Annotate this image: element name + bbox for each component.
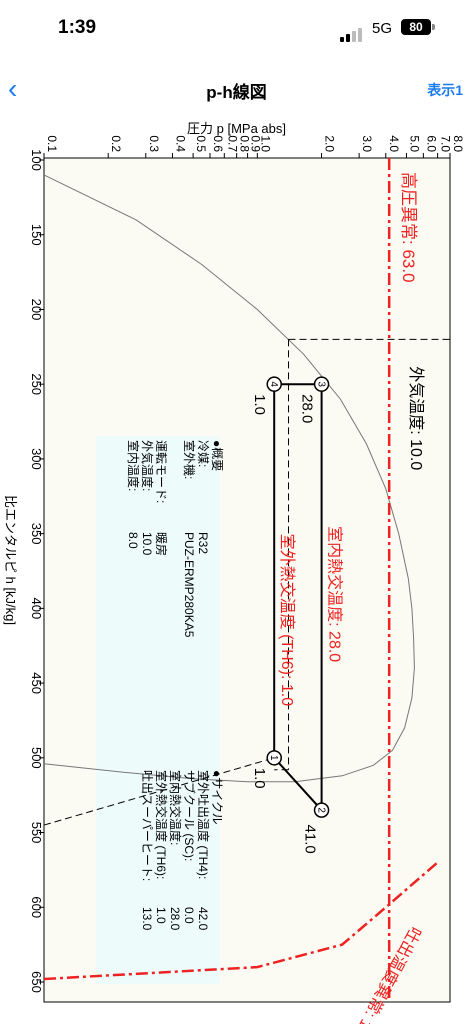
x-tick-label: 250 bbox=[29, 373, 44, 395]
back-button[interactable]: ‹ bbox=[8, 73, 30, 104]
x-tick-label: 150 bbox=[29, 224, 44, 246]
x-tick-label: 350 bbox=[29, 523, 44, 545]
overview-panel bbox=[96, 436, 220, 984]
cycle-row-value: 0.0 bbox=[182, 907, 196, 924]
cycle-row-label: 室外熱交温度 (TH6): bbox=[154, 770, 169, 879]
x-tick-label: 650 bbox=[29, 971, 44, 993]
cycle-row-label: 吐出スーパーヒート: bbox=[140, 770, 154, 881]
network-type: 5G bbox=[372, 20, 393, 37]
x-tick-label: 400 bbox=[29, 598, 44, 620]
status-time: 1:39 bbox=[58, 17, 97, 38]
suction-line bbox=[43, 757, 275, 826]
cycle-row-value: 13.0 bbox=[140, 907, 154, 931]
y-tick-label: 3.0 bbox=[360, 135, 374, 152]
cycle-row-value: 1.0 bbox=[154, 907, 168, 924]
cycle-row-label: サブクール (SC): bbox=[182, 770, 197, 861]
overview-row-label: 室外機: bbox=[182, 440, 197, 479]
cycle-point-label: 2 bbox=[316, 807, 327, 813]
cycle-point-value: 28.0 bbox=[299, 394, 316, 423]
y-tick-label: 0.3 bbox=[147, 135, 161, 152]
y-tick-label: 2.0 bbox=[323, 135, 337, 152]
outdoor-hx-temp-label: 室外熱交温度 (TH6): 1.0 bbox=[278, 534, 296, 707]
x-tick-label: 200 bbox=[29, 299, 44, 321]
y-tick-label: 0.8 bbox=[238, 135, 252, 152]
cycle-point-value: 41.0 bbox=[302, 825, 319, 854]
y-tick-label: 0.5 bbox=[194, 135, 208, 152]
cycle-row-value: 42.0 bbox=[196, 907, 210, 931]
x-tick-label: 550 bbox=[29, 822, 44, 844]
cycle-point-label: 3 bbox=[316, 381, 327, 387]
indoor-hx-temp-label: 室内熱交温度: 28.0 bbox=[326, 526, 344, 662]
cycle-point-label: 1 bbox=[268, 755, 279, 761]
navigation-bar: ‹ p-h線図 表示1 bbox=[0, 70, 473, 110]
overview-row-label: 室内温度: bbox=[126, 440, 141, 491]
cycle-row-label: 室外吐出温度 (TH4): bbox=[196, 770, 211, 879]
cycle-point-3 bbox=[313, 376, 330, 392]
overview-row-value: 8.0 bbox=[126, 532, 140, 549]
x-tick-label: 100 bbox=[29, 149, 44, 171]
overview-row-value: PUZ-ERMP280KA5 bbox=[182, 532, 196, 638]
y-tick-label: 0.9 bbox=[249, 135, 263, 152]
y-tick-label: 0.7 bbox=[225, 135, 239, 152]
status-bar: 1:39 5G 80 bbox=[0, 0, 473, 58]
y-tick-label: 6.0 bbox=[424, 135, 438, 152]
x-tick-label: 300 bbox=[29, 448, 44, 470]
cycle-heading: ●サイクル bbox=[210, 770, 224, 825]
y-tick-label: 7.0 bbox=[439, 135, 453, 152]
discharge-limit-curve bbox=[43, 861, 439, 981]
x-axis-label: 比エンタルピ h [kJ/kg] bbox=[3, 495, 18, 625]
y-tick-label: 8.0 bbox=[451, 135, 465, 152]
y-tick-label: 0.2 bbox=[109, 135, 123, 152]
page-title: p-h線図 bbox=[206, 83, 267, 102]
cycle-point-label: 4 bbox=[268, 381, 279, 387]
signal-icon bbox=[340, 24, 364, 42]
overview-heading: ●概要 bbox=[210, 440, 224, 471]
cycle-row-label: 室内熱交温度: bbox=[168, 770, 183, 845]
outdoor-temp-label: 外気温度: 10.0 bbox=[407, 366, 425, 470]
overview-row-value: R32 bbox=[196, 532, 210, 554]
chevron-left-icon: ‹ bbox=[8, 73, 18, 104]
y-tick-label: 4.0 bbox=[387, 135, 401, 152]
y-tick-label: 0.6 bbox=[211, 135, 225, 152]
y-tick-label: 0.4 bbox=[173, 135, 187, 152]
cycle-point-1 bbox=[266, 750, 282, 766]
cycle-point-2 bbox=[313, 802, 330, 818]
cycle-point-value: 1.0 bbox=[251, 768, 268, 789]
x-tick-label: 450 bbox=[29, 672, 44, 694]
high-pressure-limit-label: 高圧異常: 63.0 bbox=[399, 172, 418, 283]
cycle-point-value: 1.0 bbox=[251, 394, 268, 415]
battery-icon: 80 bbox=[401, 19, 431, 35]
cycle-point-4 bbox=[266, 376, 282, 392]
cycle-row-value: 28.0 bbox=[168, 907, 182, 931]
overview-row-label: 冷媒: bbox=[196, 440, 210, 467]
y-tick-label: 0.1 bbox=[45, 135, 59, 152]
y-axis-label: 圧力 p [MPa abs] bbox=[187, 121, 286, 136]
x-tick-label: 600 bbox=[29, 896, 44, 918]
y-tick-label: 5.0 bbox=[407, 135, 421, 152]
display-1-button[interactable]: 表示1 bbox=[427, 82, 463, 98]
battery-tip bbox=[432, 24, 435, 30]
overview-row-value: 10.0 bbox=[140, 532, 154, 556]
x-tick-label: 500 bbox=[29, 747, 44, 769]
overview-row-label: 外気温度: bbox=[140, 440, 155, 491]
overview-row-label: 運転モード: bbox=[154, 440, 168, 503]
overview-row-value: 暖房 bbox=[154, 532, 169, 556]
y-tick-label: 1.0 bbox=[258, 135, 272, 152]
